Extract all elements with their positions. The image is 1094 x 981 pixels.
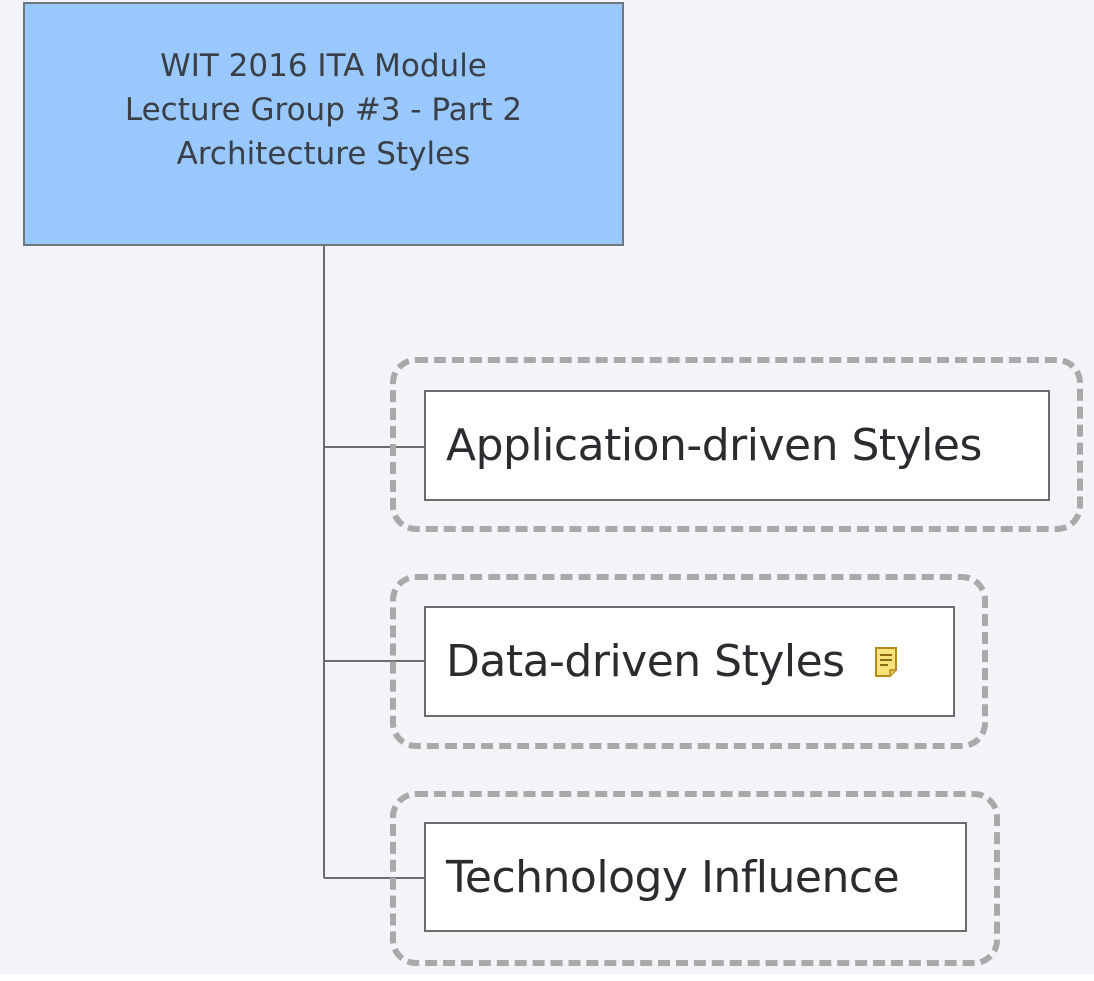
child-node-data-driven-styles[interactable]: Data-driven Styles	[424, 606, 955, 717]
root-title-line-1: WIT 2016 ITA Module	[160, 48, 487, 84]
root-title-line-3: Architecture Styles	[176, 136, 471, 172]
root-title-line-2: Lecture Group #3 - Part 2	[124, 92, 523, 128]
child-label: Application-driven Styles	[446, 420, 982, 471]
note-icon[interactable]	[874, 646, 897, 677]
child-group-frame-3	[390, 791, 1000, 966]
canvas-bottom-edge	[0, 974, 1094, 981]
child-group-frame-1	[390, 357, 1083, 532]
child-label: Technology Influence	[446, 851, 900, 903]
root-topic-title: WIT 2016 ITA Module Lecture Group #3 - P…	[125, 44, 522, 176]
child-group-frame-2	[390, 574, 988, 749]
root-topic-node[interactable]: WIT 2016 ITA Module Lecture Group #3 - P…	[23, 2, 624, 246]
child-label: Data-driven Styles	[446, 636, 845, 687]
child-node-technology-influence[interactable]: Technology Influence	[424, 822, 967, 932]
child-node-application-driven-styles[interactable]: Application-driven Styles	[424, 390, 1050, 501]
